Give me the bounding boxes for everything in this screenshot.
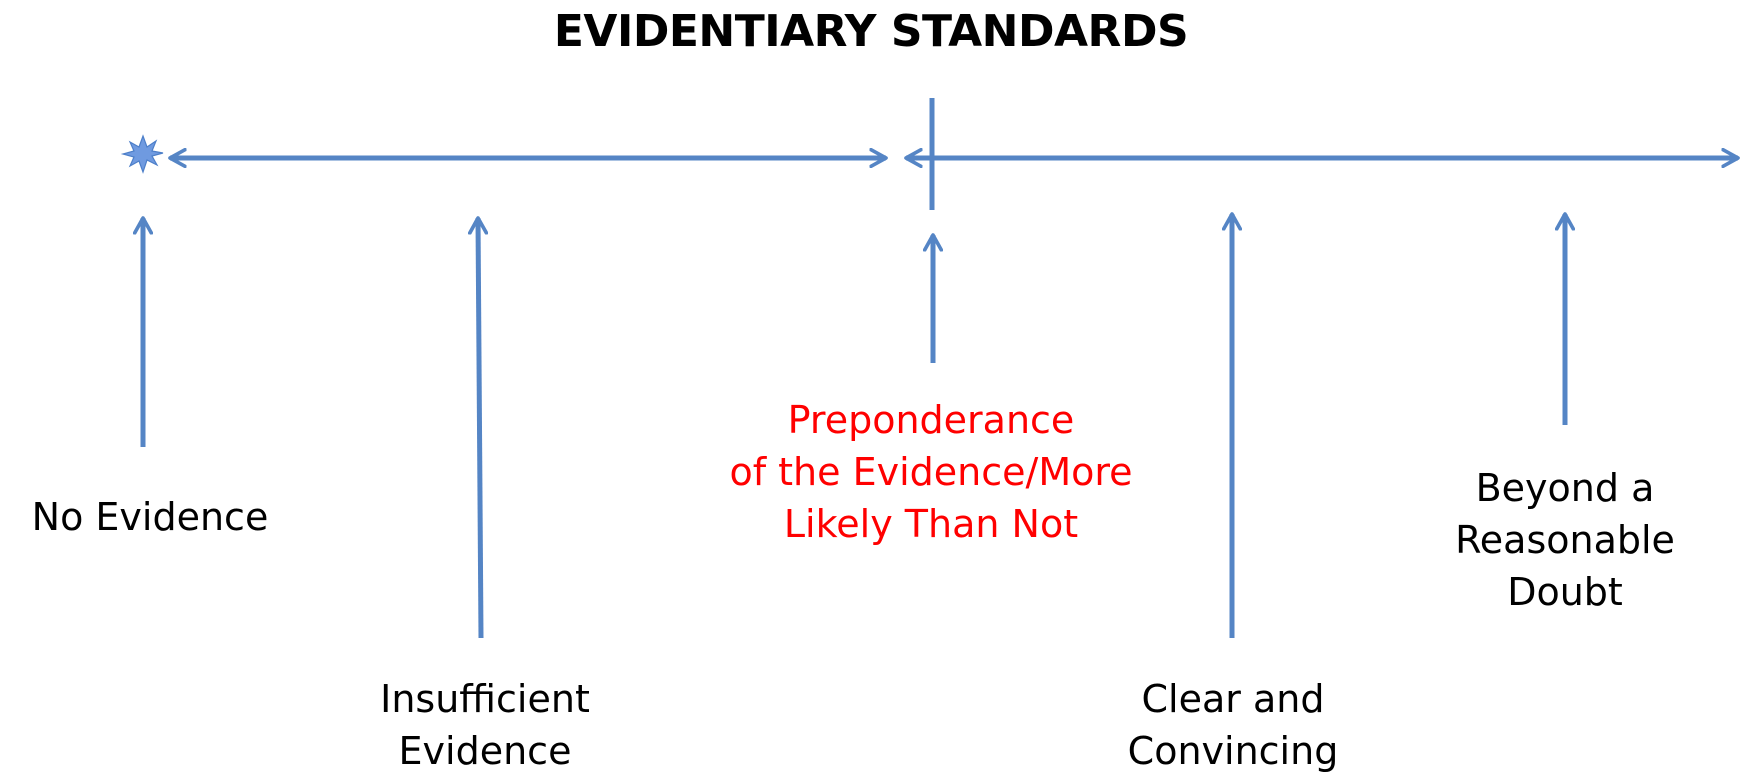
label-line: Preponderance — [787, 398, 1075, 442]
label-line: Reasonable — [1455, 518, 1675, 562]
label-preponderance: Preponderance of the Evidence/More Likel… — [681, 394, 1181, 550]
pointer-arrow-insufficient-evidence — [478, 218, 481, 639]
label-beyond-reasonable-doubt: Beyond a Reasonable Doubt — [1415, 462, 1715, 618]
starburst-icon — [120, 134, 164, 174]
label-line: of the Evidence/More — [729, 450, 1133, 494]
label-no-evidence: No Evidence — [0, 491, 300, 543]
label-line: No Evidence — [31, 495, 269, 539]
label-clear-and-convincing: Clear and Convincing — [1083, 673, 1383, 777]
label-line: Insufficient — [380, 677, 590, 721]
label-line: Beyond a — [1475, 466, 1655, 510]
label-line: Evidence — [398, 729, 572, 773]
label-line: Doubt — [1507, 570, 1623, 614]
label-insufficient-evidence: Insufficient Evidence — [335, 673, 635, 777]
diagram-title: EVIDENTIARY STANDARDS — [553, 6, 1189, 57]
label-line: Clear and — [1141, 677, 1325, 721]
label-line: Convincing — [1127, 729, 1339, 773]
label-line: Likely Than Not — [783, 502, 1079, 546]
